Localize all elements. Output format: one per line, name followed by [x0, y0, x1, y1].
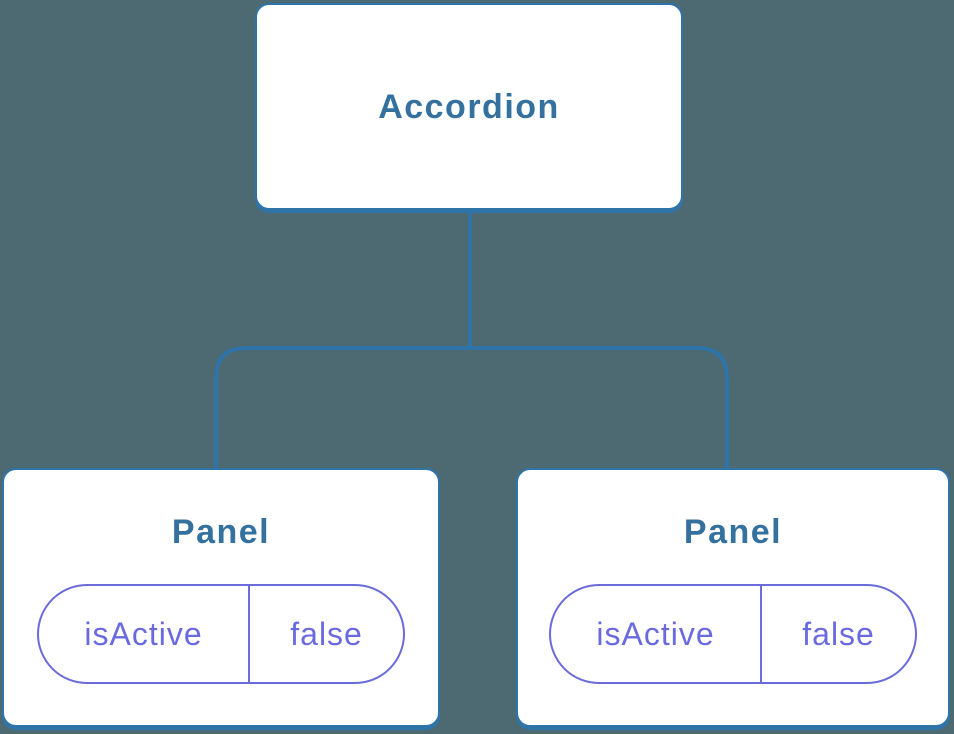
state-value: false	[802, 615, 875, 652]
panel-node-left: Panel isActive false	[2, 468, 440, 727]
connector-bracket	[214, 346, 729, 472]
panel-node-label: Panel	[683, 513, 783, 551]
state-pill: isActive false	[549, 584, 917, 684]
state-value: false	[290, 615, 363, 652]
state-name: isActive	[551, 586, 763, 682]
state-name: isActive	[39, 586, 251, 682]
accordion-node-label: Accordion	[378, 87, 560, 126]
accordion-node: Accordion	[255, 3, 683, 210]
state-pill: isActive false	[37, 584, 405, 684]
panel-node-label: Panel	[171, 513, 271, 551]
panel-node-right: Panel isActive false	[516, 468, 950, 727]
